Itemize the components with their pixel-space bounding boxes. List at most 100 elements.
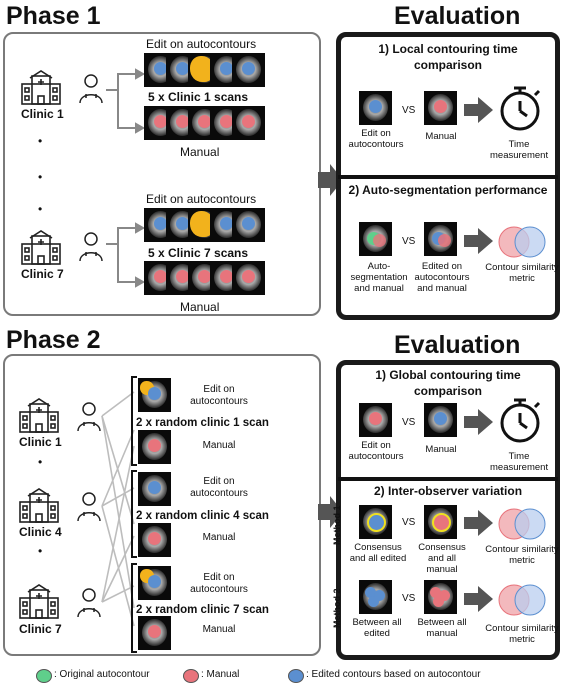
eval2-contour-cap-1: Contour similarity metric	[485, 544, 559, 566]
branch-arrows	[106, 222, 144, 288]
brace	[131, 470, 137, 558]
stopwatch-icon	[500, 86, 541, 131]
hospital-icon	[21, 70, 61, 105]
eval1-edit-cap: Edit on autocontours	[348, 128, 404, 150]
ellipsis-dot: •	[38, 455, 43, 469]
brace	[131, 563, 137, 653]
eval1-sec2-title: 2) Auto-segmentation performance	[348, 183, 548, 197]
legend-manual-swatch	[183, 669, 199, 683]
legend-original: : Original autocontour	[54, 669, 150, 680]
scan-manual	[138, 523, 171, 557]
scan-consensus-edited	[359, 505, 392, 539]
brace	[131, 376, 137, 466]
vs-label: VS	[402, 417, 416, 428]
phase2-rand7: 2 x random clinic 7 scan	[136, 604, 269, 616]
hospital-icon	[19, 584, 59, 619]
ellipsis-dot: •	[38, 170, 43, 184]
branch-arrows	[106, 68, 144, 134]
phase1-clinic1: Clinic 1	[21, 107, 64, 121]
eval2-consensus-manual-cap: Consensus and all manual	[418, 542, 466, 575]
phase2-edit-cap-1: Edit on autocontours	[190, 384, 248, 407]
scan-manual	[138, 616, 171, 650]
venn-icon	[498, 584, 546, 616]
vs-label: VS	[402, 517, 416, 528]
ellipsis-dot: •	[38, 544, 43, 558]
ellipsis-dot: •	[38, 134, 43, 148]
venn-icon	[498, 508, 546, 540]
phase2-rand1: 2 x random clinic 1 scan	[136, 417, 269, 429]
flow-arrow	[464, 586, 493, 612]
phase1-clinic7-scans: 5 x Clinic 7 scans	[148, 246, 249, 260]
hospital-icon	[19, 398, 59, 433]
phase2-manual-cap-4: Manual	[202, 532, 236, 543]
phase1-edit-label-1: Edit on autocontours	[146, 37, 257, 51]
phase2-clinic1: Clinic 1	[19, 435, 62, 449]
phase2-edit-cap-7: Edit on autocontours	[190, 572, 248, 595]
phase1-clinic1-scans: 5 x Clinic 1 scans	[148, 90, 249, 104]
scan-edited	[232, 53, 265, 87]
stopwatch-icon	[500, 398, 541, 443]
scan-manual	[232, 261, 265, 295]
scan-manual	[424, 91, 457, 125]
scan-edited	[232, 208, 265, 242]
scan-consensus-manual	[424, 505, 457, 539]
flow-arrow	[464, 228, 493, 254]
method1-label: Method 1	[332, 505, 342, 546]
eval2-manual-cap: Manual	[425, 444, 457, 455]
eval1-edited-manual-cap: Edited on autocontours and manual	[414, 261, 470, 294]
eval2-consensus-edited-cap: Consensus and all edited	[349, 542, 407, 564]
scan-between-edited	[359, 580, 392, 614]
doctor-icon	[77, 402, 101, 432]
random-assignment-lines	[101, 391, 135, 627]
legend-edited-swatch	[288, 669, 304, 683]
phase2-manual-cap-1: Manual	[202, 440, 236, 451]
scan-manual	[424, 403, 457, 437]
doctor-icon	[79, 232, 103, 262]
flow-arrow	[318, 164, 343, 196]
scan-edited	[138, 472, 171, 506]
hospital-icon	[21, 230, 61, 265]
eval1-title: Evaluation	[394, 2, 521, 30]
eval2-between-manual-cap: Between all manual	[417, 617, 467, 639]
eval2-edit-cap: Edit on autocontours	[348, 440, 404, 462]
scan-manual	[232, 106, 265, 140]
scan-edited	[138, 566, 171, 600]
eval1-autoseg-cap: Auto-segmentation and manual	[350, 261, 408, 294]
hospital-icon	[19, 488, 59, 523]
section-divider	[338, 477, 558, 481]
vs-label: VS	[402, 236, 416, 247]
phase2-manual-cap-7: Manual	[202, 624, 236, 635]
eval1-manual-cap: Manual	[425, 131, 457, 142]
phase2-title: Phase 2	[6, 326, 101, 354]
phase1-edit-label-7: Edit on autocontours	[146, 192, 257, 206]
phase1-manual-label-7: Manual	[180, 300, 220, 314]
scan-edited	[359, 403, 392, 437]
eval1-sec1-title: 1) Local contouring time comparison	[378, 42, 518, 72]
scan-between-manual	[424, 580, 457, 614]
phase2-edit-cap-4: Edit on autocontours	[190, 476, 248, 499]
doctor-icon	[77, 492, 101, 522]
eval1-contour-cap: Contour similarity metric	[485, 262, 559, 284]
vs-label: VS	[402, 593, 416, 604]
flow-arrow	[464, 409, 493, 435]
phase2-rand4: 2 x random clinic 4 scan	[136, 510, 269, 522]
eval2-sec1-title: 1) Global contouring time comparison	[375, 368, 521, 398]
scan-manual	[138, 430, 171, 464]
flow-arrow	[318, 496, 343, 528]
legend-edited: : Edited contours based on autocontour	[306, 669, 481, 680]
flow-arrow	[464, 97, 493, 123]
legend-original-swatch	[36, 669, 52, 683]
eval2-sec2-title: 2) Inter-observer variation	[373, 484, 523, 498]
phase1-clinic7: Clinic 7	[21, 267, 64, 281]
eval2-between-edited-cap: Between all edited	[352, 617, 402, 639]
legend-manual: : Manual	[201, 669, 240, 680]
ellipsis-dot: •	[38, 202, 43, 216]
method2-label: Method 2	[332, 588, 342, 629]
flow-arrow	[464, 510, 493, 536]
scan-auto	[359, 222, 392, 256]
phase2-clinic4: Clinic 4	[19, 525, 62, 539]
vs-label: VS	[402, 105, 416, 116]
scan-edited-manual	[424, 222, 457, 256]
scan-edited	[138, 378, 171, 412]
eval1-time-cap: Time measurement	[490, 139, 549, 161]
